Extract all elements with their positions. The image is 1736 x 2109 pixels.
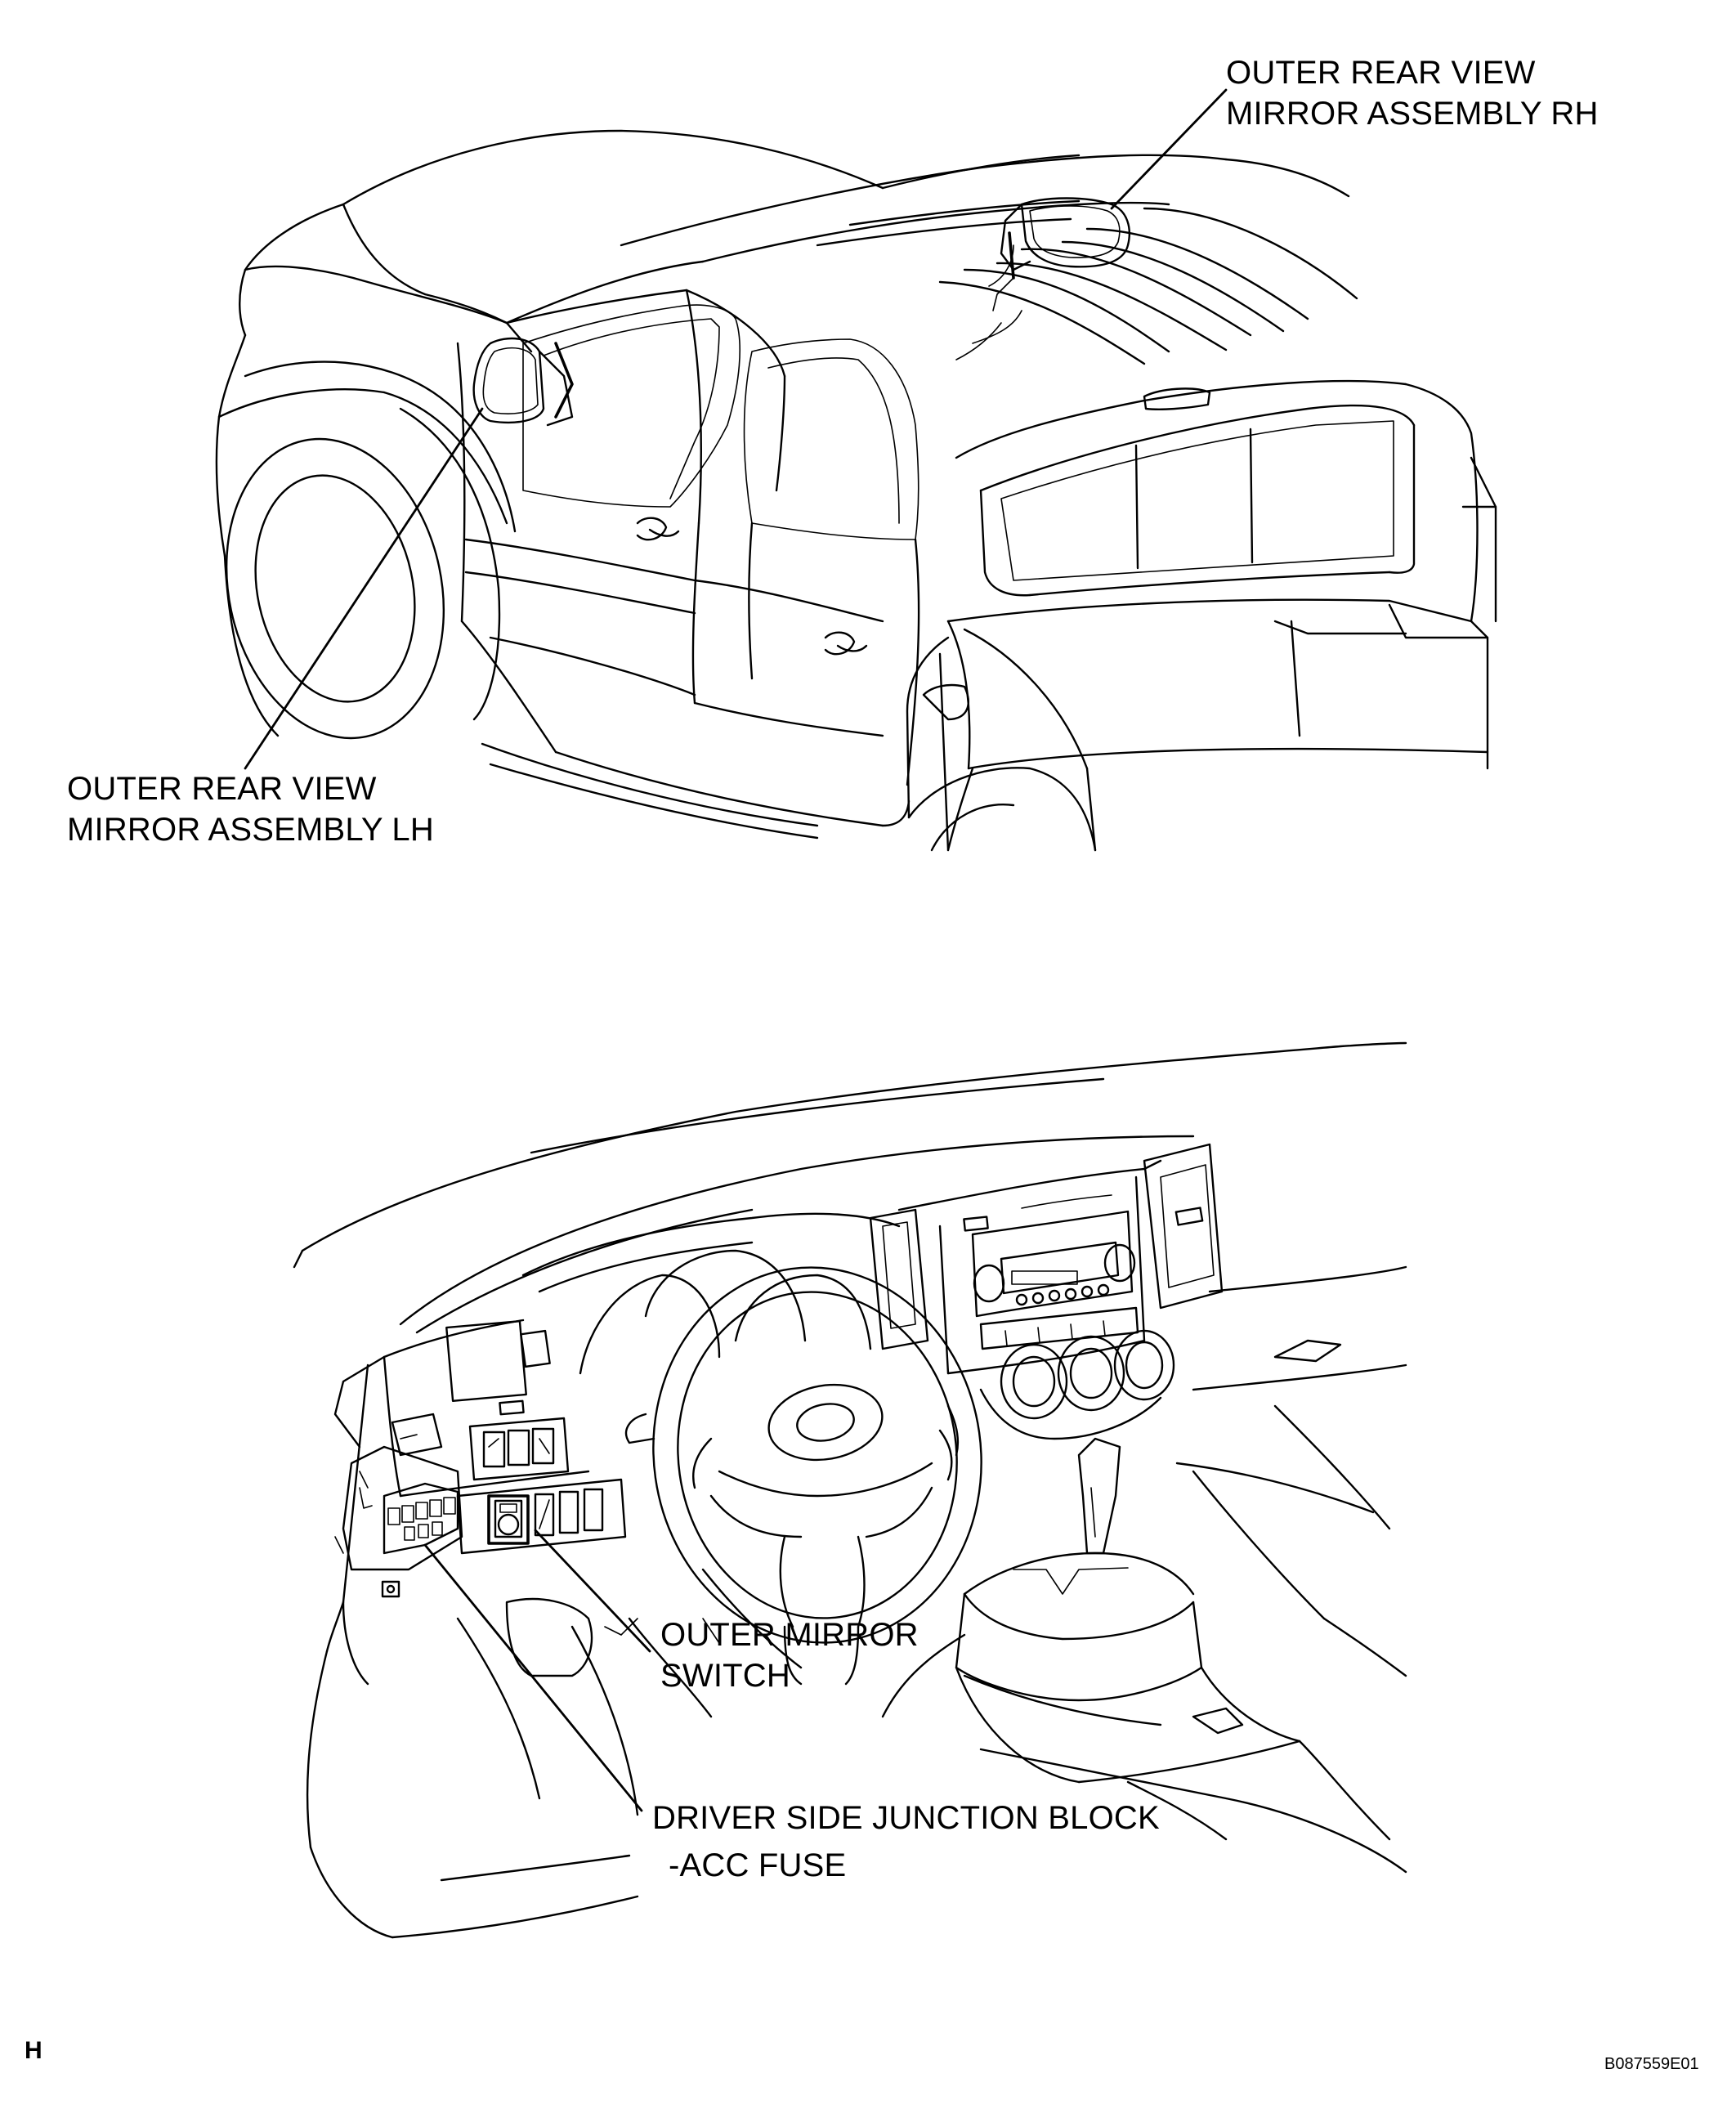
mirror-lh-drawing <box>472 337 574 427</box>
label-mirror-lh: OUTER REAR VIEW MIRROR ASSEMBLY LH <box>67 768 434 850</box>
label-junction-block-line1: DRIVER SIDE JUNCTION BLOCK <box>652 1800 1160 1836</box>
label-mirror-lh-line2: MIRROR ASSEMBLY LH <box>67 812 434 848</box>
figure-code: B087559E01 <box>1604 2055 1699 2073</box>
junction-block-drawing <box>334 1413 463 1598</box>
leader-outer-mirror-switch <box>534 1529 651 1653</box>
label-mirror-lh-line1: OUTER REAR VIEW <box>67 771 377 807</box>
leader-mirror-rh <box>1110 88 1228 210</box>
dashboard-drawing <box>293 1041 1407 1939</box>
label-mirror-rh-line2: MIRROR ASSEMBLY RH <box>1226 96 1599 132</box>
label-mirror-rh-line1: OUTER REAR VIEW <box>1226 55 1536 91</box>
label-junction-block: DRIVER SIDE JUNCTION BLOCK -ACC FUSE <box>652 1794 1160 1889</box>
label-outer-mirror-switch-line2: SWITCH <box>660 1658 790 1694</box>
leader-junction-block <box>423 1543 643 1812</box>
label-outer-mirror-switch: OUTER MIRROR SWITCH <box>660 1614 919 1696</box>
corner-mark: H <box>25 2037 43 2064</box>
outer-mirror-switch-drawing <box>487 1494 530 1545</box>
label-mirror-rh: OUTER REAR VIEW MIRROR ASSEMBLY RH <box>1226 52 1599 134</box>
leader-mirror-lh <box>244 407 484 770</box>
mirror-rh-drawing <box>992 197 1130 311</box>
label-outer-mirror-switch-line1: OUTER MIRROR <box>660 1617 919 1653</box>
truck-drawing <box>215 129 1497 852</box>
steering-wheel-drawing <box>624 1266 982 1644</box>
label-junction-block-line2: -ACC FUSE <box>669 1847 847 1883</box>
